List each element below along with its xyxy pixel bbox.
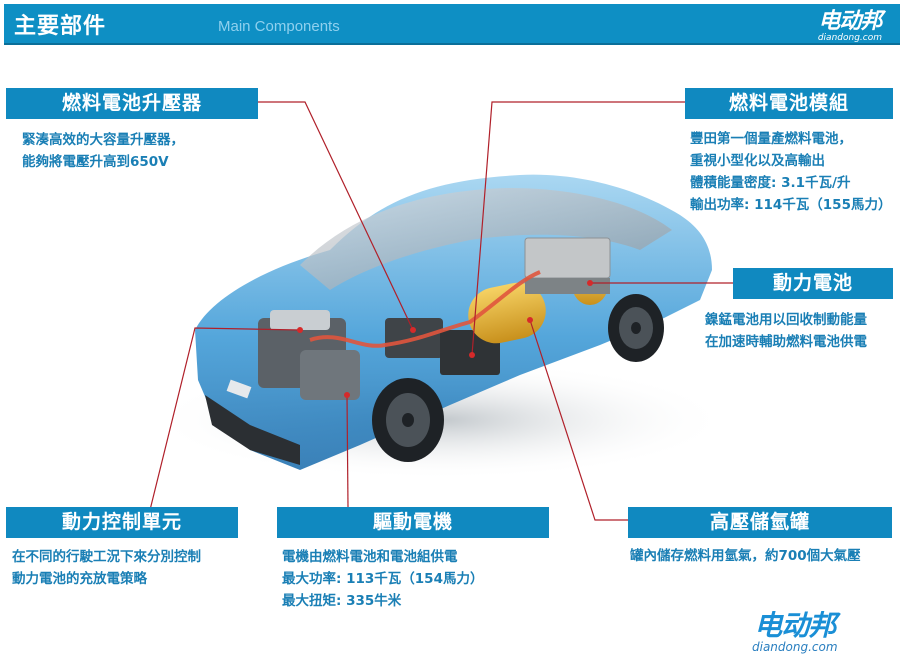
label-h2-tank: 高壓儲氫罐 xyxy=(628,507,892,538)
page-title: 主要部件 xyxy=(14,14,107,39)
desc-h2-tank: 罐內儲存燃料用氫氣，約700個大氣壓 xyxy=(630,548,861,564)
rear-wheel xyxy=(608,294,664,362)
header-bar: 主要部件 Main Components 电动邦 diandong.com xyxy=(4,4,900,45)
leader-pcu xyxy=(149,327,301,511)
desc-fc-boost-converter: 緊湊高效的大容量升壓器， 能夠將電壓升高到650V xyxy=(22,132,184,170)
logo-url: diandong.com xyxy=(752,640,838,654)
battery-pack xyxy=(524,237,611,294)
fuel-cell-stack-unit xyxy=(440,330,500,375)
label-pcu: 動力控制單元 xyxy=(6,507,238,538)
license-plate xyxy=(226,379,252,399)
leader-dots xyxy=(297,280,593,398)
front-grille xyxy=(205,395,300,465)
leader-h2-tank xyxy=(529,319,628,521)
label-fc-stack: 燃料電池模組 xyxy=(685,88,893,119)
desc-pcu: 在不同的行駛工況下來分別控制 動力電池的充放電策略 xyxy=(12,549,201,587)
logo-url: diandong.com xyxy=(817,33,882,43)
desc-motor: 電機由燃料電池和電池組供電 最大功率: 113千瓦（154馬力） 最大扭矩: 3… xyxy=(282,549,484,609)
leader-lines xyxy=(149,101,733,521)
label-motor: 驅動電機 xyxy=(277,507,549,538)
label-battery: 動力電池 xyxy=(733,268,893,299)
car-glass xyxy=(300,188,672,290)
diandong-logo-footer: 电动邦 diandong.com xyxy=(752,609,838,654)
logo-mark: 电动邦 xyxy=(754,609,836,642)
leader-motor xyxy=(346,394,349,508)
diandong-logo-header: 电动邦 diandong.com xyxy=(817,9,883,43)
front-wheel xyxy=(372,378,444,462)
label-fc-boost-converter: 燃料電池升壓器 xyxy=(6,88,258,119)
logo-mark: 电动邦 xyxy=(818,9,882,34)
hv-cables xyxy=(309,270,541,348)
page-subtitle: Main Components xyxy=(218,18,340,35)
desc-battery: 鎳錳電池用以回收制動能量 在加速時輔助燃料電池供電 xyxy=(705,312,867,350)
desc-fc-stack: 豐田第一個量產燃料電池， 重視小型化以及高輸出 體積能量密度: 3.1千瓦/升 … xyxy=(690,131,892,213)
leader-boost-converter xyxy=(258,101,414,331)
motor-pcu-assembly xyxy=(258,310,360,400)
leader-fc-stack xyxy=(471,101,685,356)
